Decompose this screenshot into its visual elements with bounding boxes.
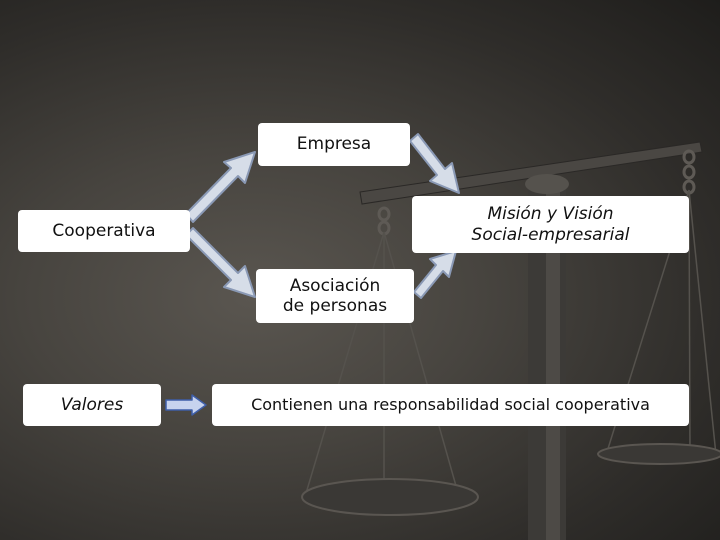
valores-box: Valores bbox=[23, 384, 161, 426]
asociacion-box: Asociación de personas bbox=[256, 269, 414, 323]
valores-label: Valores bbox=[60, 394, 124, 415]
contienen-label: Contienen una responsabilidad social coo… bbox=[251, 395, 650, 415]
empresa-box: Empresa bbox=[258, 123, 410, 166]
mision-label-line1: Misión y Visión bbox=[487, 204, 614, 225]
cooperativa-label: Cooperativa bbox=[52, 220, 156, 241]
cooperativa-box: Cooperativa bbox=[18, 210, 190, 252]
asociacion-label-line2: de personas bbox=[282, 296, 388, 316]
empresa-label: Empresa bbox=[296, 134, 372, 155]
mision-label-line2: Social-empresarial bbox=[471, 224, 630, 245]
asociacion-label-line1: Asociación bbox=[289, 275, 381, 296]
contienen-box: Contienen una responsabilidad social coo… bbox=[212, 384, 689, 426]
mision-vision-box: Misión y Visión Social-empresarial bbox=[412, 196, 689, 253]
